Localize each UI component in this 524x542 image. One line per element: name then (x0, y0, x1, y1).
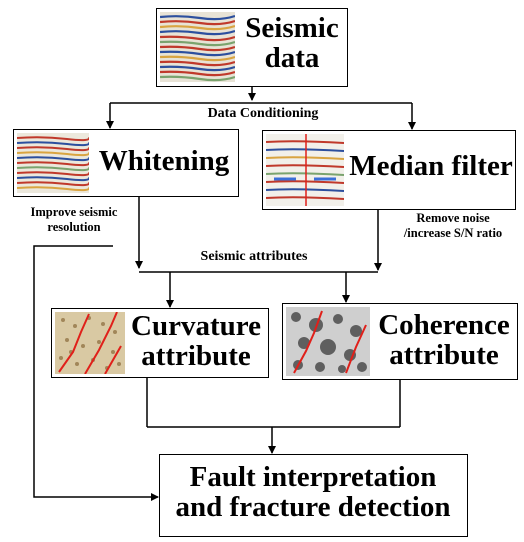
label-improve-resolution: Improve seismic resolution (14, 205, 134, 235)
remove-line1: Remove noise (416, 211, 490, 225)
seismic-section-thumbnail (160, 12, 235, 82)
seismic-data-line2: data (264, 42, 320, 75)
remove-line2: /increase S/N ratio (403, 226, 503, 240)
improve-line2: resolution (47, 220, 101, 234)
whitening-title: Whitening (98, 145, 230, 177)
node-fault-interpretation: Fault interpretation and fracture detect… (159, 454, 468, 537)
median-filter-title: Median filter (349, 150, 513, 182)
label-remove-noise: Remove noise /increase S/N ratio (388, 211, 518, 241)
node-coherence: Coherence attribute (282, 303, 518, 380)
seismic-data-title: Seismic data (237, 13, 347, 74)
node-curvature: Curvature attribute (51, 308, 269, 378)
coherence-title: Coherence attribute (373, 310, 515, 371)
curvature-line1: Curvature (131, 310, 261, 342)
seismic-data-line1: Seismic (245, 12, 339, 44)
whitening-seismic-thumbnail (17, 133, 89, 193)
curvature-attribute-thumbnail (55, 312, 125, 374)
fault-line2: and fracture detection (175, 491, 451, 524)
coherence-line1: Coherence (378, 309, 510, 341)
improve-line1: Improve seismic (30, 205, 118, 219)
fault-line1: Fault interpretation (189, 461, 437, 493)
label-data-conditioning: Data Conditioning (207, 106, 319, 121)
node-median-filter: Median filter (262, 130, 516, 210)
node-whitening: Whitening (13, 129, 239, 197)
fault-title: Fault interpretation and fracture detect… (160, 462, 466, 523)
median-filter-seismic-thumbnail (266, 134, 344, 206)
edge-feedback-loop (33, 245, 159, 501)
coherence-attribute-thumbnail (286, 307, 370, 376)
label-seismic-attributes: Seismic attributes (200, 249, 308, 264)
node-seismic-data: Seismic data (156, 8, 348, 87)
curvature-title: Curvature attribute (126, 311, 266, 372)
curvature-line2: attribute (141, 340, 251, 373)
coherence-line2: attribute (389, 339, 499, 372)
